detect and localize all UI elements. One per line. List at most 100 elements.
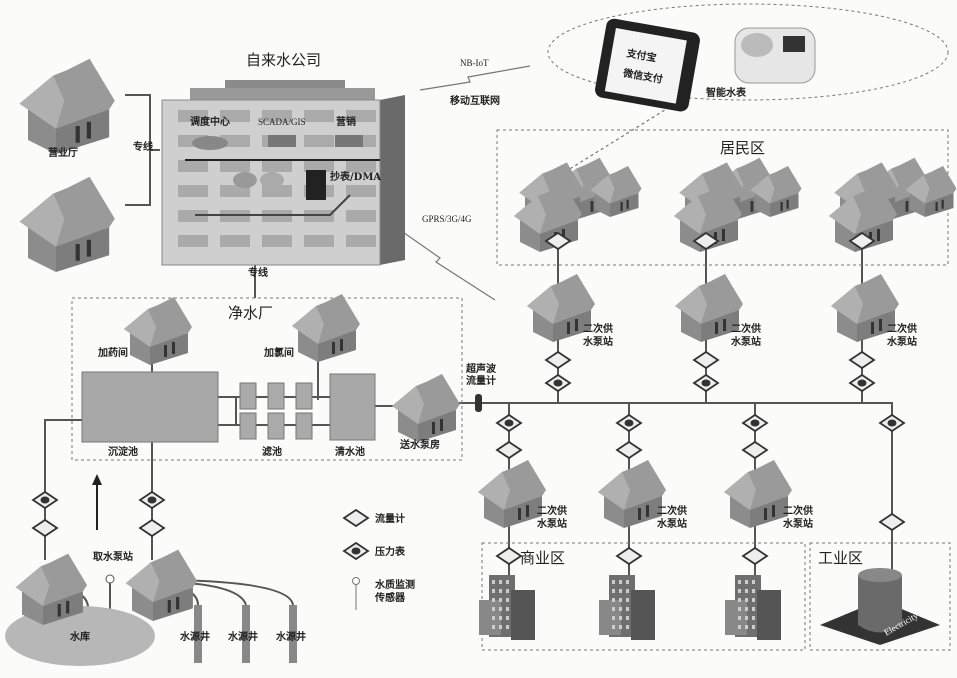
business-hall-label: 营业厅 [48, 146, 78, 159]
smart-meter-label: 智能水表 [706, 86, 747, 99]
building-window [304, 235, 334, 247]
business-hall-link-label: 专线 [133, 140, 153, 153]
dispatch-server-icon [192, 136, 228, 150]
ultrasonic-meter-label-2: 流量计 [466, 374, 496, 387]
building-window [220, 160, 250, 172]
building-window [346, 235, 376, 247]
secondary-pump-station-label: 二次供 [731, 322, 761, 335]
flow-meter-icon [31, 518, 59, 538]
commercial-building-icon [479, 575, 535, 640]
filter-cell [267, 412, 285, 440]
plant-link-label: 专线 [248, 266, 268, 279]
secondary-pump-station-label: 水泵站 [886, 335, 917, 348]
dosing-room-house-icon [124, 297, 192, 365]
sedimentation-tank-label: 沉淀池 [108, 445, 138, 458]
cellular-lightning-icon [399, 229, 496, 301]
dispatch-center-label: 调度中心 [190, 115, 230, 128]
residential-house-icon [750, 166, 802, 217]
secondary-pump-station-label: 二次供 [657, 504, 687, 517]
building-window [178, 110, 208, 122]
pressure-gauge-icon [741, 413, 769, 433]
secondary-pump-station-house-icon [724, 460, 792, 528]
flow-meter-icon [741, 546, 769, 566]
residential-title: 居民区 [720, 139, 765, 157]
plant-title: 净水厂 [228, 304, 273, 322]
residential-house-icon [590, 166, 642, 217]
filter-cell [239, 412, 257, 440]
secondary-pump-station-house-icon [598, 460, 666, 528]
building-window [178, 210, 208, 222]
meter-reading-dma-label: 抄表/DMA [330, 170, 381, 183]
filter-cell [239, 382, 257, 410]
flow-meter-icon [692, 350, 720, 370]
building-window [262, 160, 292, 172]
pressure-gauge-icon [615, 413, 643, 433]
scada-computer-icon [268, 135, 296, 147]
clear-water-tank-label: 清水池 [335, 445, 365, 458]
legend-sensor-icon [352, 577, 360, 585]
building-window [220, 235, 250, 247]
building-window [262, 110, 292, 122]
building-window [346, 110, 376, 122]
intake-pump-station-label: 取水泵站 [93, 550, 133, 563]
ultrasonic-meter-label-1: 超声波 [465, 362, 497, 375]
flow-meter-icon [848, 231, 876, 251]
nb-iot-label: NB-IoT [460, 58, 489, 68]
company-title: 自来水公司 [246, 51, 321, 69]
ultrasonic-flow-meter-icon [475, 394, 482, 412]
smart-water-meter-icon [734, 27, 816, 84]
well-shaft [194, 605, 202, 663]
water-company-building [161, 80, 405, 266]
building-window [346, 160, 376, 172]
wireless-links [399, 65, 669, 301]
well-shaft [289, 605, 297, 663]
pressure-gauge-icon [848, 373, 876, 393]
filter-label: 滤池 [262, 445, 282, 458]
building-window [304, 160, 334, 172]
smart-meter-zone [547, 3, 949, 101]
building-window [178, 185, 208, 197]
pressure-gauge-icon [878, 413, 906, 433]
legend-sensor-label-1: 水质监测 [374, 578, 415, 591]
well-label: 水源井 [275, 630, 306, 643]
flow-meter-icon [495, 546, 523, 566]
legend-pressure-gauge-label: 压力表 [375, 545, 406, 558]
filter-cell [295, 382, 313, 410]
pressure-gauge-icon [31, 490, 59, 510]
pressure-gauge-icon [342, 541, 370, 561]
flow-meter-icon [878, 512, 906, 532]
cellular-label: GPRS/3G/4G [422, 214, 472, 224]
legend-flow-meter-label: 流量计 [375, 512, 405, 525]
commercial-title: 商业区 [520, 549, 565, 567]
secondary-pump-station-label: 二次供 [887, 322, 917, 335]
pressure-gauge-icon [138, 490, 166, 510]
flow-meter-icon [741, 440, 769, 460]
industrial-zone [809, 542, 951, 651]
flow-meter-icon [544, 231, 572, 251]
flow-meter-icon [615, 440, 643, 460]
secondary-pump-station-label: 水泵站 [730, 335, 761, 348]
marketing-label: 营销 [336, 115, 356, 128]
arrow-head-icon [92, 474, 102, 485]
secondary-pump-station-house-icon [478, 460, 546, 528]
secondary-pump-station-house-icon [675, 274, 743, 342]
secondary-pump-station-label: 二次供 [583, 322, 613, 335]
secondary-pump-station-house-icon [831, 274, 899, 342]
secondary-pump-station-label: 二次供 [537, 504, 567, 517]
nb-iot-lightning-icon [419, 65, 531, 91]
water-plant-zone [71, 297, 463, 461]
secondary-pump-station-label: 水泵站 [582, 335, 613, 348]
sedimentation-tank [81, 371, 219, 443]
well-shaft [242, 605, 250, 663]
building-window [178, 160, 208, 172]
flow-meter-icon [138, 518, 166, 538]
building-window [346, 185, 376, 197]
building-window [262, 185, 292, 197]
flow-meter-icon [692, 231, 720, 251]
dosing-room-label: 加药间 [97, 346, 128, 359]
chlorination-room-label: 加氯间 [263, 346, 294, 359]
legend-sensor-label-2: 传感器 [374, 591, 406, 604]
building-window [346, 210, 376, 222]
